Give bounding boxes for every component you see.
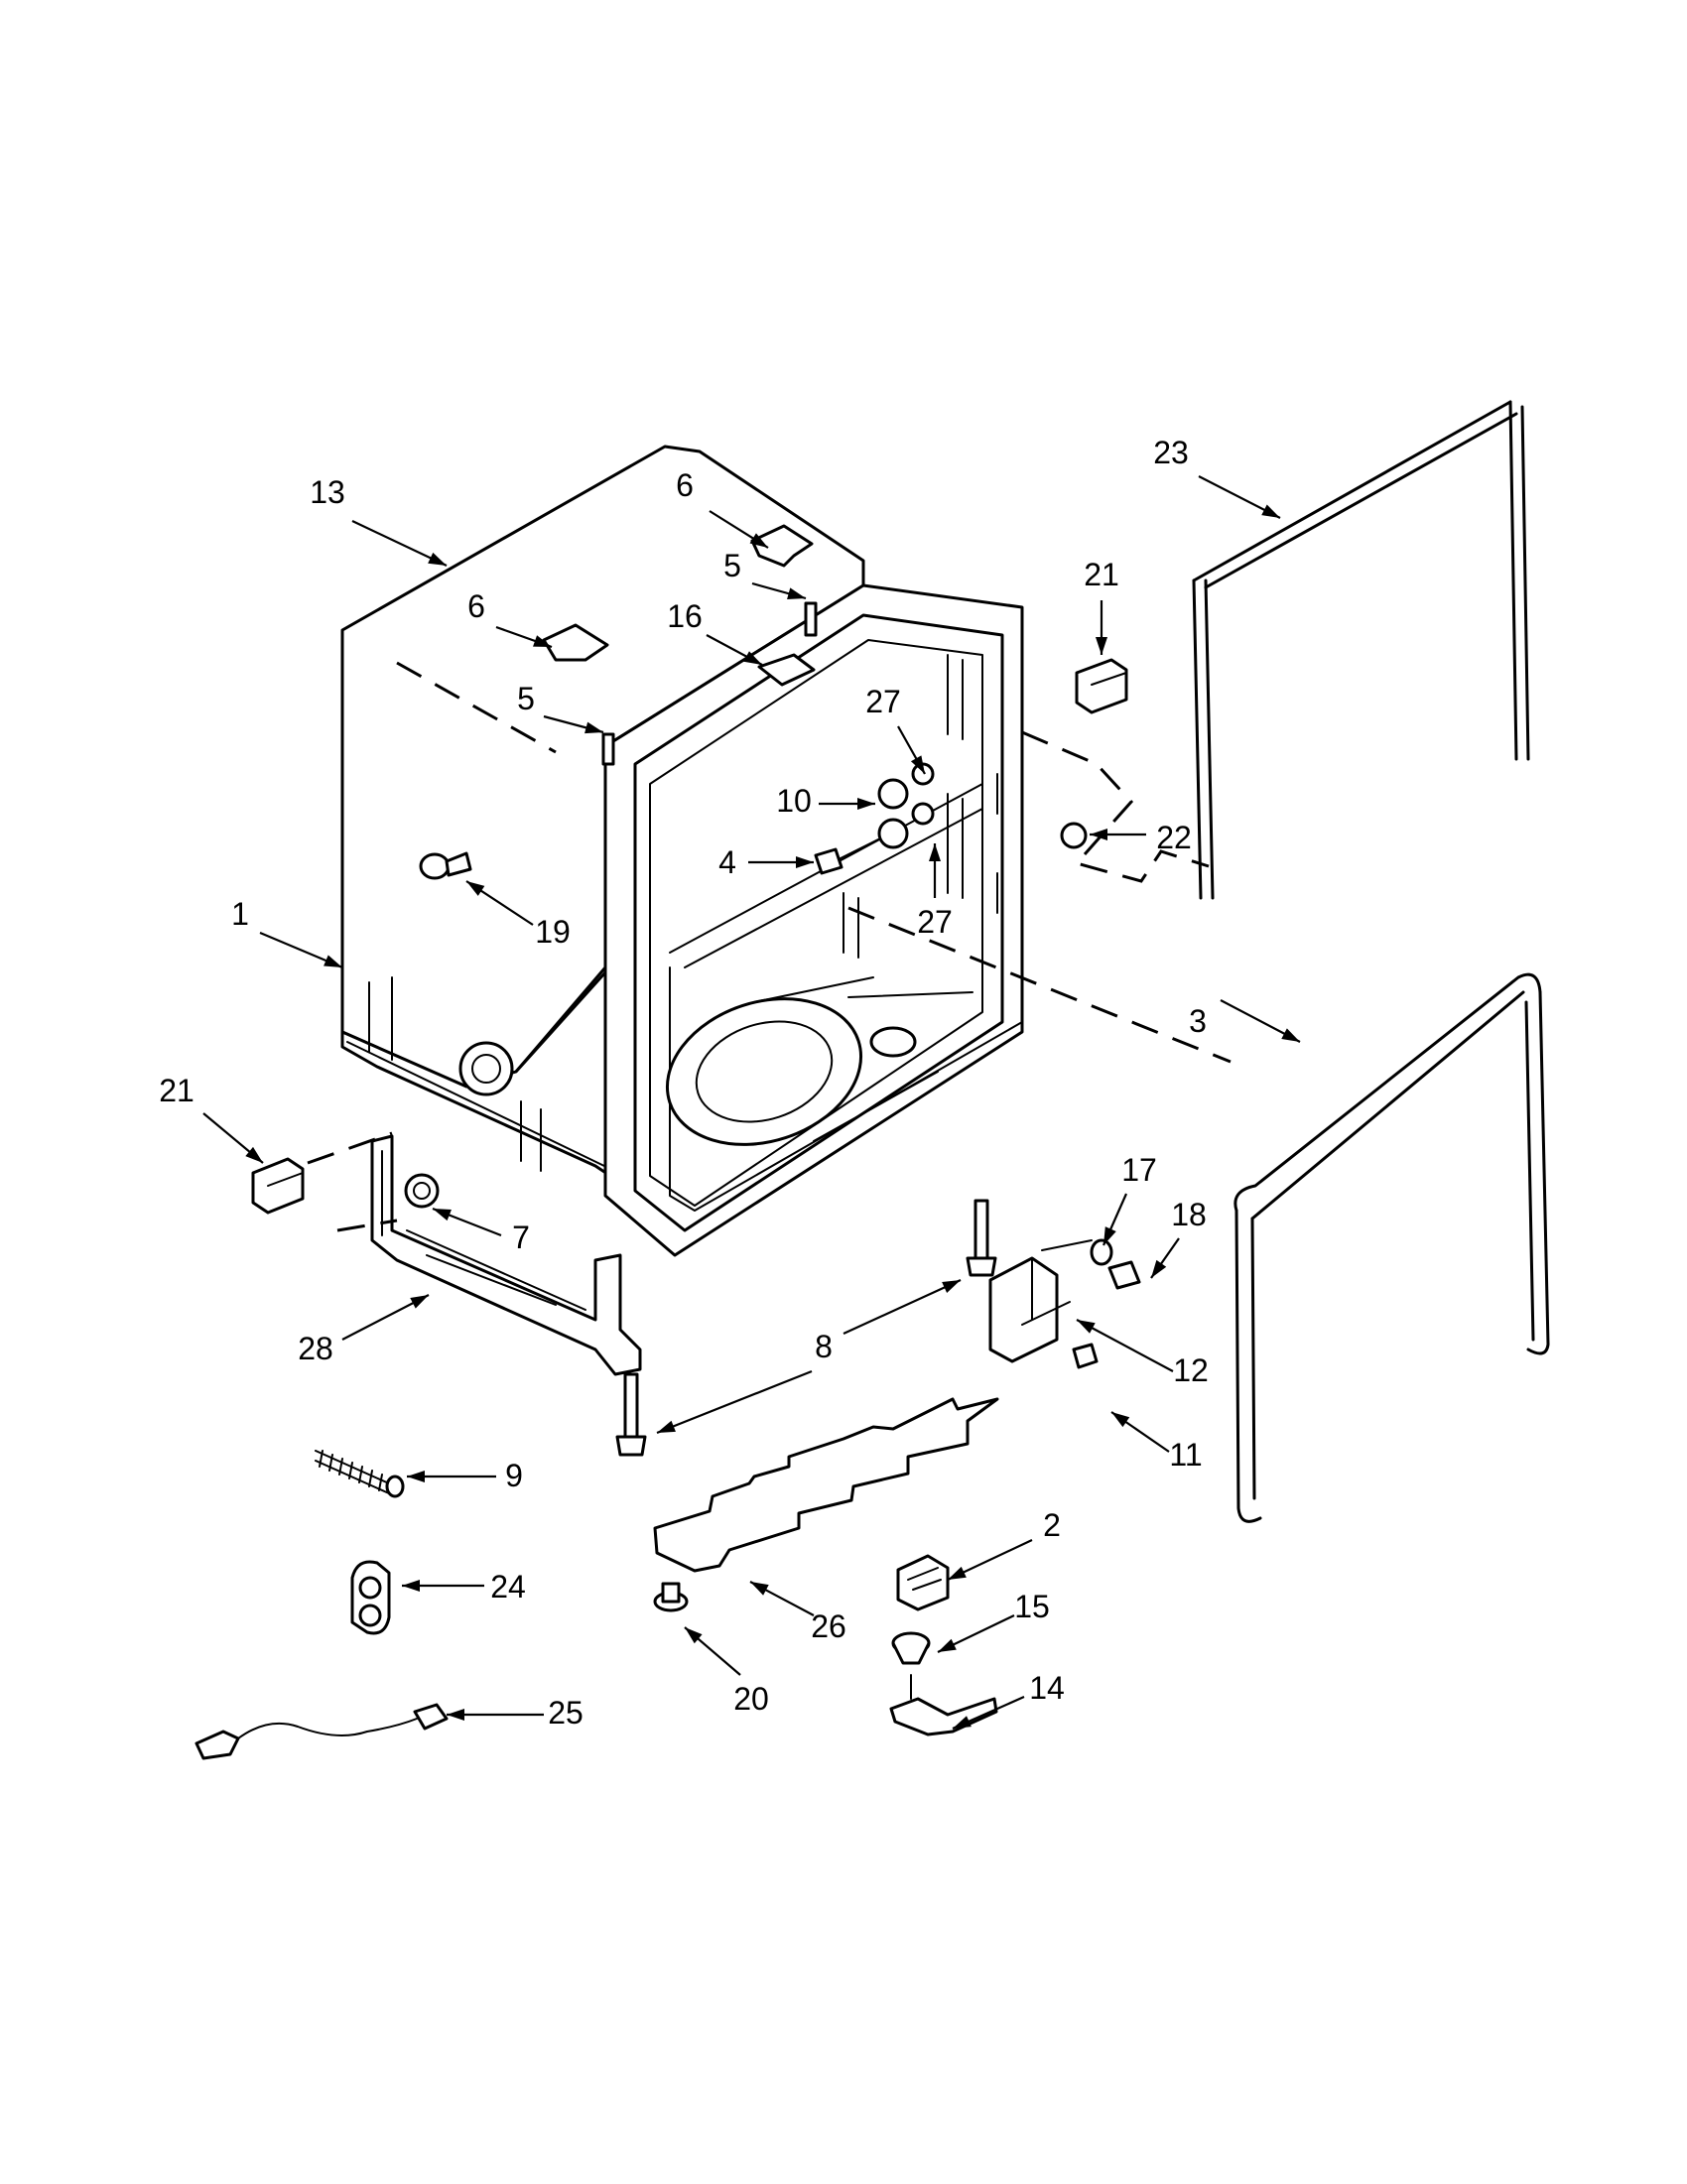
callout-label-c4: 4: [718, 844, 736, 880]
callout-label-c23: 23: [1153, 435, 1189, 470]
callout-label-c5a: 5: [723, 548, 741, 583]
callout-c5a-arrowhead: [787, 587, 806, 599]
switch: [896, 1554, 950, 1611]
callout-c8-arrowhead: [942, 1280, 961, 1293]
callout-c23-arrowhead: [1261, 504, 1280, 518]
callout-c17-arrowhead: [1103, 1226, 1116, 1245]
callout-label-c21b: 21: [159, 1073, 195, 1108]
callout-c13-arrowhead: [428, 552, 447, 566]
callout-label-c11: 11: [1169, 1437, 1202, 1473]
callout-c18-arrowhead: [1151, 1259, 1167, 1278]
mounting-bracket: [988, 1238, 1141, 1369]
tub-gasket: [1233, 972, 1550, 1523]
callout-label-c27a: 27: [865, 684, 901, 719]
callout-label-c12: 12: [1173, 1352, 1209, 1388]
callout-c21a-arrowhead: [1096, 637, 1107, 655]
callout-label-c3: 3: [1189, 1003, 1207, 1039]
base-frame: [307, 1131, 642, 1376]
callout-label-c25: 25: [548, 1695, 584, 1731]
callout-label-c8: 8: [815, 1329, 833, 1364]
callout-label-c6a: 6: [676, 467, 694, 503]
callout-c14-arrowhead: [953, 1716, 972, 1729]
callout-c2-arrowhead: [948, 1566, 967, 1580]
callout-label-c28: 28: [298, 1331, 333, 1366]
clip-left: [251, 1157, 305, 1215]
spring: [315, 1450, 405, 1498]
tub-assembly: [340, 445, 1232, 1257]
callout-label-c5b: 5: [517, 681, 535, 716]
callout-c21b-arrowhead: [245, 1146, 263, 1163]
callout-c8-b-arrowhead: [657, 1420, 676, 1433]
callout-c25-arrowhead: [447, 1709, 464, 1721]
callout-c5b-arrowhead: [584, 721, 603, 734]
callout-label-c27b: 27: [917, 904, 953, 940]
callout-label-c1: 1: [231, 896, 249, 932]
callout-label-c6b: 6: [467, 588, 485, 624]
callout-c15-arrowhead: [938, 1638, 957, 1652]
callout-label-c13: 13: [310, 474, 345, 510]
callout-label-c24: 24: [490, 1569, 526, 1605]
callout-c26-arrowhead: [750, 1582, 769, 1596]
callout-label-c20: 20: [733, 1681, 769, 1717]
clip-right: [1075, 658, 1128, 714]
callout-c4-arrowhead: [796, 856, 814, 868]
callout-label-c18: 18: [1171, 1197, 1207, 1232]
callout-label-c7: 7: [512, 1220, 530, 1255]
cover-plate: [653, 1397, 999, 1573]
hinge-parts: [814, 762, 935, 875]
leveling-legs: [615, 1199, 997, 1457]
callout-c22-arrowhead: [1090, 829, 1107, 840]
door-gasket-upper: [1192, 400, 1530, 900]
callout-c1-arrowhead: [324, 955, 342, 967]
callout-c16-arrowhead: [743, 651, 762, 665]
callout-c19-arrowhead: [466, 881, 485, 896]
callout-c8-b-leader-line: [656, 1369, 813, 1435]
callout-c24-arrowhead: [402, 1580, 420, 1592]
callout-c20-arrowhead: [685, 1627, 703, 1644]
callout-label-c15: 15: [1014, 1589, 1050, 1624]
callout-c27b-arrowhead: [929, 843, 941, 861]
callout-label-c17: 17: [1121, 1152, 1157, 1188]
callout-label-c9: 9: [505, 1458, 523, 1493]
plug-22: [1060, 822, 1088, 849]
callout-label-c2: 2: [1043, 1507, 1061, 1543]
callout-label-c10: 10: [776, 783, 812, 819]
bumper: [350, 1560, 391, 1635]
callout-c6a-arrowhead: [749, 533, 768, 548]
callout-c9-arrowhead: [407, 1471, 425, 1482]
callout-label-c21a: 21: [1084, 557, 1119, 592]
callout-label-c26: 26: [811, 1608, 846, 1644]
ground-wire: [195, 1703, 449, 1760]
callout-label-c14: 14: [1029, 1670, 1065, 1706]
callout-label-c22: 22: [1156, 820, 1192, 855]
fastener-20: [653, 1582, 689, 1612]
float-bracket: [889, 1674, 998, 1736]
callout-c12-arrowhead: [1077, 1320, 1096, 1334]
callout-c7-arrowhead: [433, 1209, 452, 1221]
callout-c12-leader-line: [1076, 1319, 1174, 1372]
callout-c28-arrowhead: [410, 1295, 429, 1309]
callout-c27a-arrowhead: [910, 755, 925, 774]
callout-c10-arrowhead: [857, 798, 875, 810]
callout-c6b-arrowhead: [533, 635, 552, 647]
callout-c8-leader-line: [843, 1278, 962, 1336]
callout-c11-arrowhead: [1111, 1412, 1130, 1428]
float: [891, 1631, 931, 1665]
callout-c3-arrowhead: [1281, 1028, 1300, 1042]
callout-label-c16: 16: [667, 598, 703, 634]
callout-label-c19: 19: [535, 914, 571, 950]
